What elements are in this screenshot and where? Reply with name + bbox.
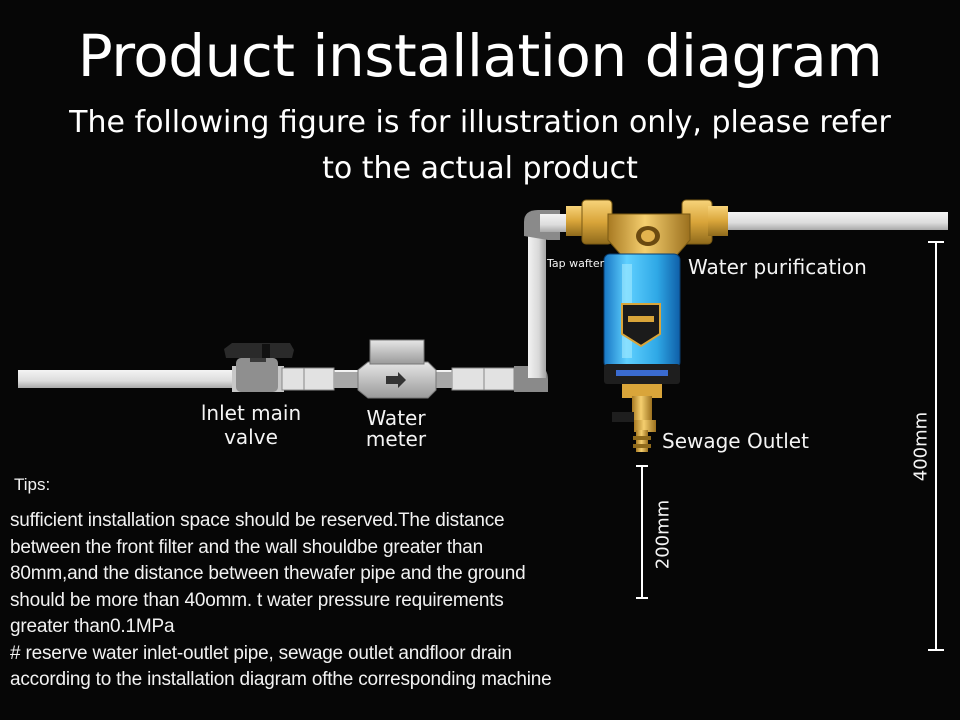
tips-line: # reserve water inlet-outlet pipe, sewag… [10,642,512,664]
label-sewage-outlet: Sewage Outlet [662,429,809,453]
subtitle-line-1: The following figure is for illustration… [69,105,891,140]
tips-heading: Tips: [14,475,51,494]
tips-line: between the front filter and the wall sh… [10,536,484,558]
page-subtitle: The following figure is for illustration… [60,100,900,192]
label-water-meter: Water meter [350,408,442,450]
tips-line: 80mm,and the distance between thewafer p… [10,563,526,584]
outlet-pipe [722,212,948,230]
dimension-400 [928,241,944,651]
page-title: Product installation diagram [77,22,883,90]
inlet-valve [224,343,294,392]
label-inlet-valve-line1: lnlet main [200,401,302,425]
tips-body: sufficient installation space should be … [10,508,650,694]
label-water-purification: Water purification [688,255,867,279]
label-water-meter-line1: Water [366,406,426,430]
water-meter [334,339,452,399]
label-inlet-valve: lnlet main valve [196,401,306,449]
label-inlet-valve-line2: valve [224,425,278,449]
label-dimension-400: 400mm [910,411,932,482]
tips-line: according to the installation diagram of… [10,669,552,690]
tips-line: should be more than 40omm. t water press… [10,589,504,611]
dimension-200 [636,465,648,599]
sewage-valve [612,396,656,452]
label-tap-wafter: Tap wafter [547,257,605,270]
tips-line: sufficient installation space should be … [10,510,505,531]
tips-line: greater than0.1MPa [10,616,175,637]
label-water-meter-line2: meter [365,427,427,451]
filter-head [566,199,728,257]
label-dimension-200: 200mm [652,499,674,570]
filter-housing [603,253,681,398]
riser-pipe [514,210,570,392]
subtitle-line-2: to the actual product [322,151,638,186]
